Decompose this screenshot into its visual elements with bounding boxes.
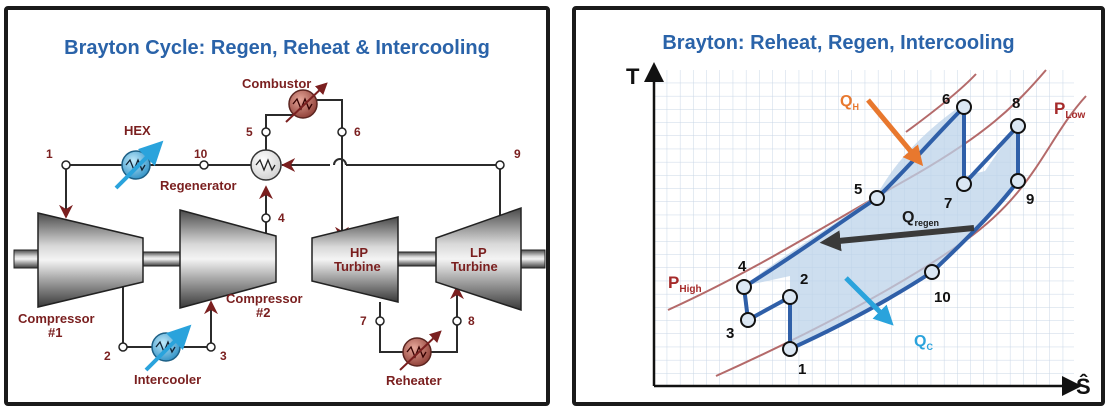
state-10-label: 10 bbox=[194, 147, 208, 161]
hex-icon bbox=[114, 140, 164, 190]
crossover-bump bbox=[333, 158, 347, 166]
state-5-label: 5 bbox=[246, 125, 253, 139]
state-2-label: 2 bbox=[104, 349, 111, 363]
state-7-label: 7 bbox=[360, 314, 367, 328]
flow-line-2 bbox=[122, 282, 156, 348]
ts-label-8: 8 bbox=[1012, 95, 1020, 112]
qh-label: QH bbox=[840, 93, 859, 112]
flow-line-7 bbox=[379, 302, 406, 353]
ts-point-8 bbox=[1010, 118, 1026, 134]
schematic-title: Brayton Cycle: Regen, Reheat & Intercool… bbox=[64, 37, 490, 59]
compressor-1-number: #1 bbox=[48, 325, 62, 340]
lp-turbine-label-1: LP bbox=[470, 245, 487, 260]
hp-turbine-label-1: HP bbox=[350, 245, 368, 260]
state-point-markers bbox=[61, 127, 505, 352]
ts-point-3 bbox=[740, 312, 756, 328]
state-9-label: 9 bbox=[514, 147, 521, 161]
schematic-panel: Brayton Cycle: Regen, Reheat & Intercool… bbox=[4, 6, 550, 406]
ts-diagram-title: Brayton: Reheat, Regen, Intercooling bbox=[662, 32, 1015, 54]
ts-point-6 bbox=[956, 99, 972, 115]
ts-label-6: 6 bbox=[942, 91, 950, 108]
ts-point-4 bbox=[736, 279, 752, 295]
regenerator-icon bbox=[250, 149, 282, 181]
ts-label-10: 10 bbox=[934, 289, 951, 306]
flow-line-8 bbox=[428, 285, 464, 353]
schematic-state-numbers: 1 2 3 4 5 6 7 8 9 10 bbox=[46, 125, 521, 363]
p-low-label: PLow bbox=[1054, 99, 1086, 121]
compressor-2 bbox=[179, 209, 277, 309]
state-6-label: 6 bbox=[354, 125, 361, 139]
cycle-area bbox=[744, 105, 1018, 349]
qh-arrow bbox=[866, 98, 924, 167]
ts-label-1: 1 bbox=[798, 361, 806, 378]
cycle-outline bbox=[742, 105, 1020, 351]
combustor-icon bbox=[285, 82, 328, 123]
ts-point-9 bbox=[1010, 173, 1026, 189]
ts-point-1 bbox=[782, 341, 798, 357]
reheater-icon bbox=[399, 330, 442, 371]
ts-label-3: 3 bbox=[726, 325, 734, 342]
state-4-label: 4 bbox=[278, 211, 285, 225]
intercooler-label: Intercooler bbox=[134, 372, 201, 387]
state-8-label: 8 bbox=[468, 314, 475, 328]
ts-point-5 bbox=[869, 190, 885, 206]
state-3-label: 3 bbox=[220, 349, 227, 363]
state-1-label: 1 bbox=[46, 147, 53, 161]
qc-arrow bbox=[844, 276, 894, 326]
hp-turbine bbox=[311, 216, 399, 303]
compressor-2-label: Compressor bbox=[226, 291, 303, 306]
ts-point-10 bbox=[924, 264, 940, 280]
lp-turbine bbox=[435, 206, 522, 312]
flow-line-6 bbox=[317, 99, 349, 241]
ts-label-9: 9 bbox=[1026, 191, 1034, 208]
p-high-label: PHigh bbox=[668, 273, 702, 295]
ts-label-7: 7 bbox=[944, 195, 952, 212]
ts-point-7 bbox=[956, 176, 972, 192]
q-regen-label: Qregen bbox=[902, 209, 939, 228]
ts-label-5: 5 bbox=[854, 181, 862, 198]
lp-turbine-label-2: Turbine bbox=[451, 259, 498, 274]
ts-state-markers bbox=[736, 99, 1026, 357]
ts-state-numbers: 1 2 3 4 5 6 7 8 9 10 bbox=[726, 91, 1034, 378]
ts-label-4: 4 bbox=[738, 258, 747, 275]
hex-label: HEX bbox=[124, 123, 151, 138]
compressor-2-number: #2 bbox=[256, 305, 270, 320]
schematic-diagram: HEX Combustor Regenerator Compressor #1 … bbox=[13, 76, 546, 388]
intercooler-icon bbox=[144, 324, 192, 372]
regenerator-label: Regenerator bbox=[160, 178, 237, 193]
x-axis-label: Ŝ bbox=[1076, 374, 1091, 399]
reheater-label: Reheater bbox=[386, 373, 442, 388]
compressor-1 bbox=[37, 212, 144, 308]
flow-line-5 bbox=[265, 114, 293, 150]
p-high-isobar-upper bbox=[905, 73, 977, 133]
combustor-label: Combustor bbox=[242, 76, 311, 91]
hp-turbine-label-2: Turbine bbox=[334, 259, 381, 274]
ts-point-2 bbox=[782, 289, 798, 305]
ts-diagram-panel: Brayton: Reheat, Regen, Intercooling bbox=[572, 6, 1105, 406]
ts-label-2: 2 bbox=[800, 271, 808, 288]
q-regen-arrow bbox=[819, 225, 975, 252]
y-axis-label: T bbox=[626, 64, 640, 89]
ts-diagram: T Ŝ QH QC Qregen PLow PHigh 1 2 3 bbox=[626, 62, 1091, 399]
compressor-1-label: Compressor bbox=[18, 311, 95, 326]
qc-label: QC bbox=[914, 333, 933, 352]
